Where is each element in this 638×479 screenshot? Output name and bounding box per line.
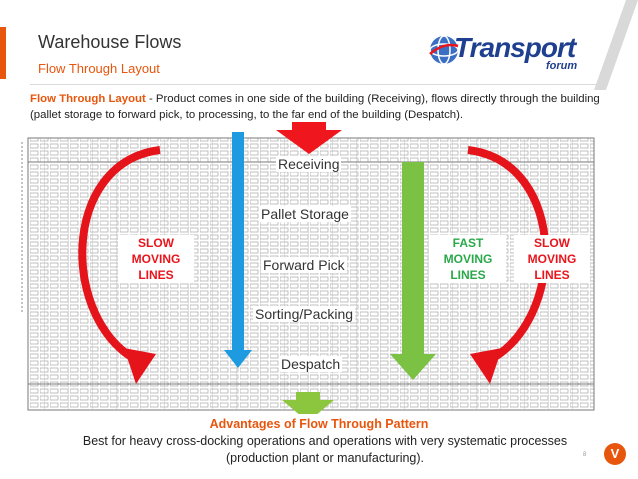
globe-icon bbox=[429, 35, 459, 65]
logo-wordmark: Transport bbox=[454, 32, 576, 63]
advantages-title: Advantages of Flow Through Pattern bbox=[209, 417, 429, 431]
corner-decoration bbox=[594, 0, 638, 90]
green-flow-arrow bbox=[402, 162, 424, 358]
stage-sorting-packing: Sorting/Packing bbox=[253, 306, 356, 322]
slow-arc-left-head bbox=[124, 348, 156, 384]
blue-flow-arrow-head bbox=[224, 350, 252, 368]
zone-slow-right: SLOW MOVING LINES bbox=[514, 235, 590, 283]
slow-arc-right-head bbox=[470, 348, 502, 384]
stage-despatch: Despatch bbox=[279, 356, 343, 372]
slide-title: Warehouse Flows bbox=[38, 32, 182, 52]
accent-bar bbox=[0, 27, 6, 79]
stage-pallet-storage: Pallet Storage bbox=[259, 206, 351, 222]
page-number: 8 bbox=[583, 452, 587, 458]
advantages-text: Best for heavy cross-docking operations … bbox=[82, 434, 568, 465]
outbound-arrow bbox=[282, 392, 334, 414]
intro-text: - Product comes in one side of the build… bbox=[30, 93, 600, 121]
intro-paragraph: Flow Through Layout - Product comes in o… bbox=[30, 91, 610, 123]
green-flow-arrow-head bbox=[390, 354, 436, 380]
stage-receiving: Receiving bbox=[276, 156, 342, 172]
zone-fast: FAST MOVING LINES bbox=[430, 235, 506, 283]
v-badge-icon: V bbox=[604, 443, 626, 465]
slide-subtitle: Flow Through Layout bbox=[38, 61, 160, 76]
slow-arc-left bbox=[78, 146, 161, 366]
logo-subtext: forum bbox=[546, 60, 578, 72]
header-divider bbox=[30, 84, 608, 85]
blue-flow-arrow bbox=[232, 132, 244, 354]
inbound-arrow bbox=[276, 122, 342, 154]
stage-forward-pick: Forward Pick bbox=[261, 257, 347, 273]
transport-forum-logo: Transport forum bbox=[428, 30, 580, 74]
intro-lead: Flow Through Layout bbox=[30, 93, 146, 105]
zone-slow-left: SLOW MOVING LINES bbox=[118, 235, 194, 283]
